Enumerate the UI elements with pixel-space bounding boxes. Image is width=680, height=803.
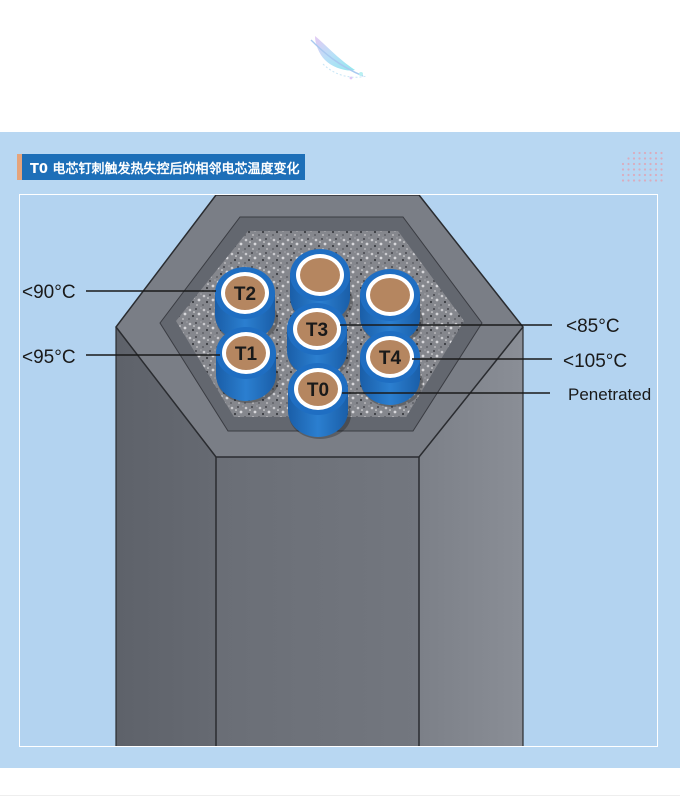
section-title: T0 电芯钉刺触发热失控后的相邻电芯温度变化 — [30, 161, 300, 177]
box-left-face — [116, 327, 216, 746]
battery-cell-t3: T3 — [287, 303, 350, 379]
battery-cell-unlabeled-right — [360, 269, 423, 345]
box-front-face — [216, 457, 419, 746]
battery-cell-t2: T2 — [215, 267, 278, 343]
box-right-face — [419, 327, 523, 746]
battery-cell-t1: T1 — [216, 327, 279, 403]
callout-label-t4: <105°C — [563, 351, 627, 372]
battery-cell-t0: T0 — [288, 363, 351, 439]
battery-cell-t4: T4 — [360, 331, 423, 407]
callout-label-t2: <90°C — [22, 282, 76, 303]
feather-logo-icon — [310, 36, 368, 80]
cell-label-t4: T4 — [379, 348, 402, 369]
callout-label-t3: <85°C — [566, 316, 620, 337]
cell-label-t1: T1 — [235, 344, 258, 365]
content-panel: T0 电芯钉刺触发热失控后的相邻电芯温度变化 — [0, 132, 680, 768]
section-title-bar: T0 电芯钉刺触发热失控后的相邻电芯温度变化 — [17, 154, 305, 180]
cell-label-t3: T3 — [306, 320, 328, 341]
dot-grid-icon — [621, 151, 663, 182]
cell-label-t2: T2 — [234, 284, 256, 305]
callout-label-t1: <95°C — [22, 347, 76, 368]
title-accent-mark — [17, 154, 22, 180]
callout-label-t0: Penetrated — [568, 385, 651, 404]
cell-label-t0: T0 — [307, 380, 329, 401]
bottom-divider — [0, 795, 680, 796]
